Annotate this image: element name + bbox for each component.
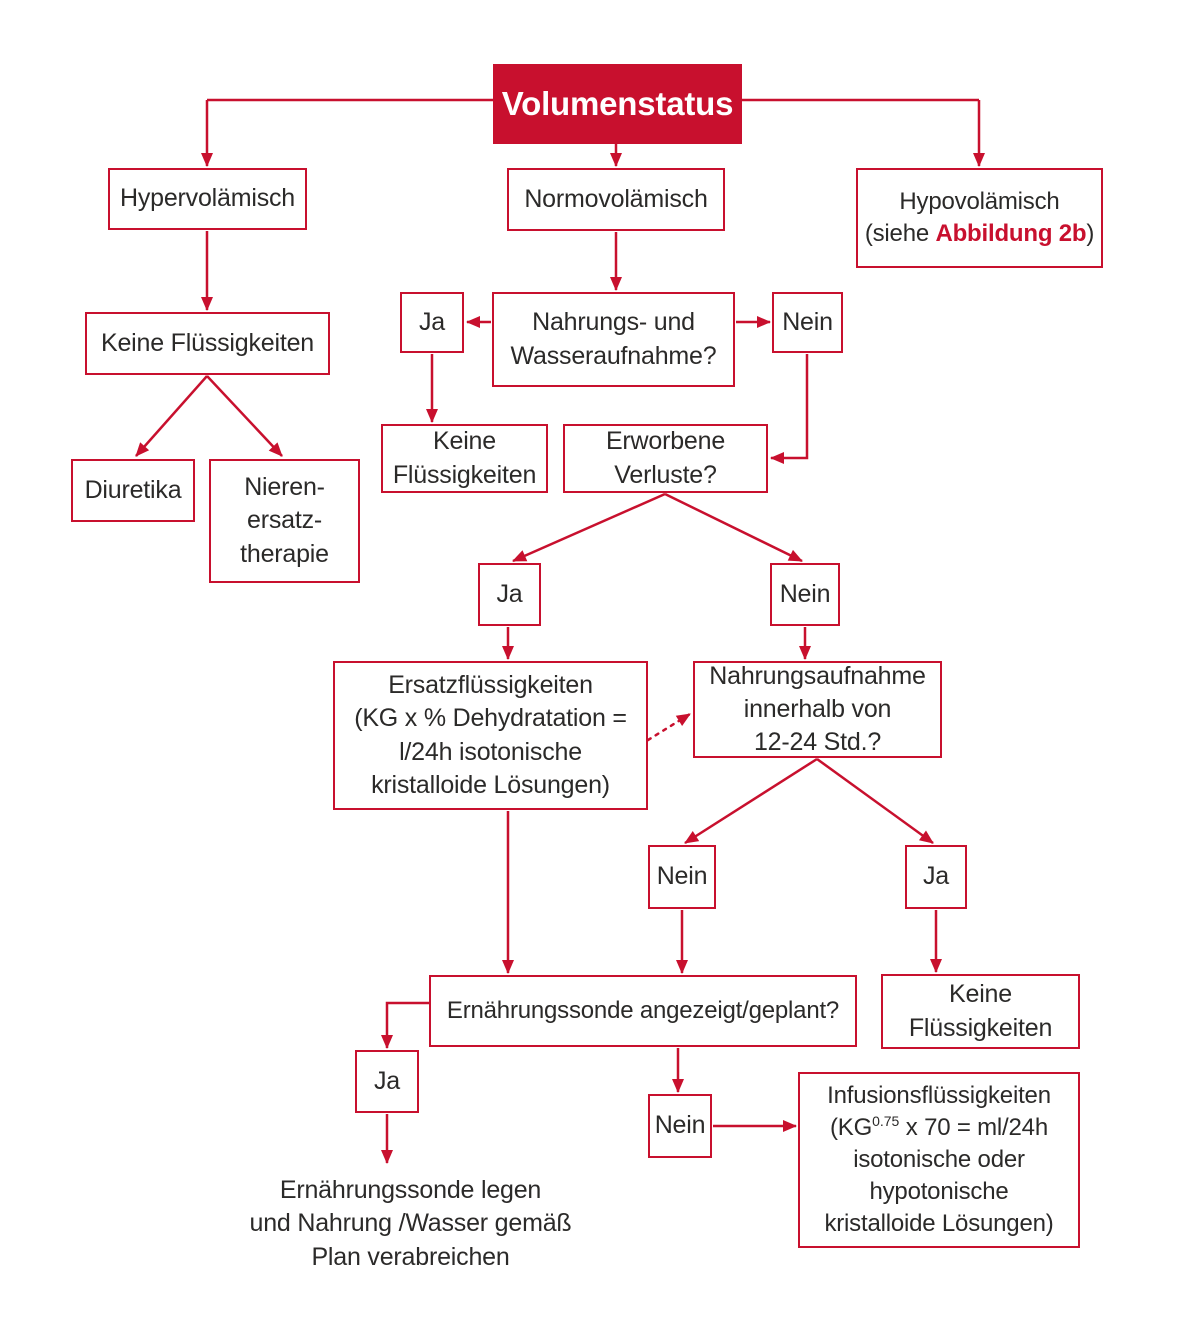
node-label-line: 12-24 Std.? [753,728,882,757]
node-label: Nein [782,307,833,336]
node-label-line: (KG0.75 x 70 = ml/24h [830,1112,1048,1144]
node-label-line: Hypovolämisch [899,188,1060,216]
node-nein-2: Nein [770,563,840,626]
node-label-line: Keine [949,980,1012,1009]
connector-nahrungsaufnahme-to-nein [684,757,818,845]
title-label: Volumenstatus [501,85,734,123]
node-title-volumenstatus: Volumenstatus [493,64,742,144]
node-label-line: (siehe Abbildung 2b) [864,218,1095,250]
node-hypovolaemisch: Hypovolämisch (siehe Abbildung 2b) [856,168,1103,268]
node-label-line: (KG x % Dehydratation = [354,704,627,733]
connector-to-diuretika [135,375,208,457]
node-ja-2: Ja [478,563,541,626]
node-label-line: Flüssigkeiten [908,1013,1053,1042]
node-ja-1: Ja [400,292,464,353]
node-label: Hypervolämisch [119,184,296,213]
node-nahrungsaufnahme-12-24: Nahrungsaufnahme innerhalb von 12-24 Std… [693,661,942,758]
node-label-line: ersatz- [246,506,322,535]
node-label-line: innerhalb von [743,694,892,723]
node-label: Keine Flüssigkeiten [101,328,314,357]
node-label-line: Verluste? [614,460,717,489]
node-label-line: l/24h isotonische [399,737,582,766]
node-label: Ja [418,307,445,336]
node-nahrungs-wasseraufnahme: Nahrungs- und Wasseraufnahme? [492,292,735,387]
node-keine-fluessigkeiten-mitte: Keine Flüssigkeiten [381,424,548,493]
node-label-line: isotonische oder [853,1146,1025,1174]
node-label: Nein [779,579,831,608]
node-nein-4: Nein [648,1094,712,1158]
node-diuretika: Diuretika [71,459,195,522]
node-keine-fluessigkeiten-rechts: Keine Flüssigkeiten [881,974,1080,1049]
node-label-line: Nahrungsaufnahme [709,661,926,690]
free-text-line: und Nahrung /Wasser gemäß [249,1209,572,1238]
node-label-line: therapie [240,539,329,568]
free-text-line: Plan verabreichen [311,1242,510,1271]
node-nierenersatztherapie: Nieren- ersatz- therapie [209,459,360,583]
node-ersatzfluessigkeiten: Ersatzflüssigkeiten (KG x % Dehydratatio… [333,661,648,810]
node-ja-3: Ja [905,845,967,909]
node-label-line: Erworbene [605,427,726,456]
text-ernaehrungssonde-legen: Ernährungssonde legen und Nahrung /Wasse… [238,1176,583,1272]
node-keine-fluessigkeiten-links: Keine Flüssigkeiten [85,312,330,375]
node-label-line: Infusionsflüssigkeiten [827,1082,1051,1110]
node-label-line: kristalloide Lösungen) [371,770,610,799]
connector-sondenfrage-to-ja [381,1001,429,1049]
closing-paren: ) [1086,220,1095,247]
node-label-line: Nieren- [244,473,325,502]
node-ernaehrungssonde-frage: Ernährungssonde angezeigt/geplant? [429,975,857,1047]
connector-dotted-ersatz-to-nahrungsaufnahme [646,712,692,742]
node-label: Diuretika [84,475,182,504]
node-label: Ja [496,579,523,608]
node-label: Nein [656,862,708,891]
connector-nein-to-erworbene-verluste [770,354,809,464]
node-erworbene-verluste: Erworbene Verluste? [563,424,768,493]
node-label: Normovolämisch [524,184,708,213]
node-nein-3: Nein [648,845,716,909]
node-ja-4: Ja [355,1050,419,1113]
connector-to-nierenersatztherapie [206,375,283,457]
node-label-line: hypotonische [869,1177,1009,1205]
formula-suffix: x 70 = ml/24h [899,1114,1048,1142]
node-label-line: Wasseraufnahme? [510,341,717,370]
node-label: Ja [373,1066,400,1095]
formula-prefix: (KG [830,1114,873,1142]
free-text-line: Ernährungssonde legen [279,1176,542,1205]
siehe-text: (siehe [864,220,936,247]
formula-exponent: 0.75 [872,1113,900,1130]
node-hypervolaemisch: Hypervolämisch [108,168,307,230]
node-infusionsfluessigkeiten: Infusionsflüssigkeiten (KG0.75 x 70 = ml… [798,1072,1080,1248]
node-label-line: Flüssigkeiten [392,460,537,489]
node-nein-1: Nein [772,292,843,353]
connector-nahrungsaufnahme-to-ja [816,757,934,845]
node-label-line: kristalloide Lösungen) [824,1209,1054,1237]
node-label: Ernährungssonde angezeigt/geplant? [446,997,840,1025]
node-label: Nein [654,1111,706,1140]
connector-verluste-to-ja [512,492,666,563]
connector-verluste-to-nein [664,492,803,563]
node-normovolaemisch: Normovolämisch [507,168,725,231]
node-label-line: Ersatzflüssigkeiten [388,671,593,699]
abbildung-2b-reference: Abbildung 2b [935,220,1087,247]
node-label-line: Keine [433,427,496,456]
node-label-line: Nahrungs- und [532,308,695,337]
node-label: Ja [922,862,949,891]
